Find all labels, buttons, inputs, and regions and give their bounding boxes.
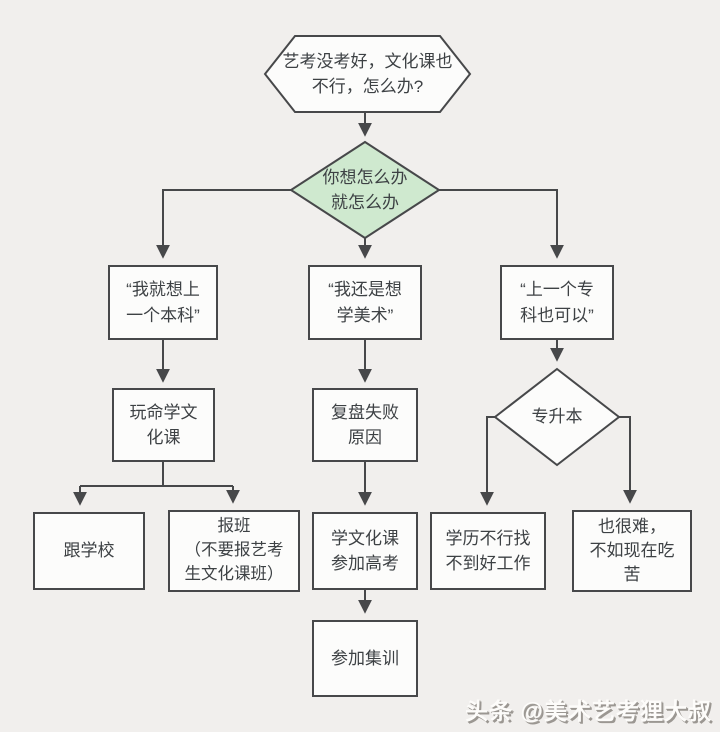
node-decision: 你想怎么办 就怎么办 [291, 142, 439, 238]
node-label: 报班 （不要报艺考 生文化课班） [184, 517, 284, 583]
node-label: 复盘失败 原因 [331, 402, 399, 448]
node-branch-meishu: “我还是想 学美术” [308, 265, 422, 340]
node-culture-gaokao: 学文化课 参加高考 [312, 512, 418, 590]
edge-decision-to-zhuanke [439, 189, 564, 259]
node-join-training: 参加集训 [312, 620, 418, 697]
start-hexagon-shape [263, 35, 472, 113]
node-branch-benke: “我就想上 一个本科” [108, 265, 218, 340]
node-follow-school: 跟学校 [33, 512, 145, 590]
node-label: 你想怎么办 就怎么办 [322, 167, 408, 213]
node-label: 艺考没考好，文化课也 不行，怎么办? [282, 51, 453, 97]
node-branch-zhuanke: “上一个专 科也可以” [500, 265, 614, 340]
node-no-degree-no-job: 学历不行找 不到好工作 [430, 512, 546, 590]
node-label: “上一个专 科也可以” [520, 280, 594, 325]
edge-zsb-to-alsohard [619, 416, 637, 504]
edge-decision-to-benke [156, 189, 291, 259]
node-study-culture: 玩命学文 化课 [112, 388, 215, 462]
node-label: 跟学校 [63, 541, 115, 561]
node-also-hard: 也很难， 不如现在吃 苦 [572, 510, 692, 592]
node-review-failure: 复盘失败 原因 [312, 388, 418, 462]
node-label: 专升本 [531, 407, 583, 427]
node-label: “我就想上 一个本科” [126, 280, 200, 325]
node-label: 玩命学文 化课 [129, 402, 198, 448]
node-label: 也很难， 不如现在吃 苦 [589, 517, 675, 584]
node-label: 学历不行找 不到好工作 [445, 528, 531, 574]
node-sign-up-class: 报班 （不要报艺考 生文化课班） [168, 510, 300, 592]
node-start-question: 艺考没考好，文化课也 不行，怎么办? [265, 36, 470, 112]
node-label: 学文化课 参加高考 [331, 528, 399, 574]
node-zhuanshengben: 专升本 [495, 369, 619, 465]
node-label: “我还是想 学美术” [328, 280, 402, 325]
zhuanshengben-diamond-shape [493, 367, 621, 467]
watermark-toutiao-author: 头条 @美术艺考狸大叔 [465, 698, 712, 724]
edge-zsb-to-nodegree [480, 416, 495, 506]
node-label: 参加集训 [331, 648, 399, 668]
